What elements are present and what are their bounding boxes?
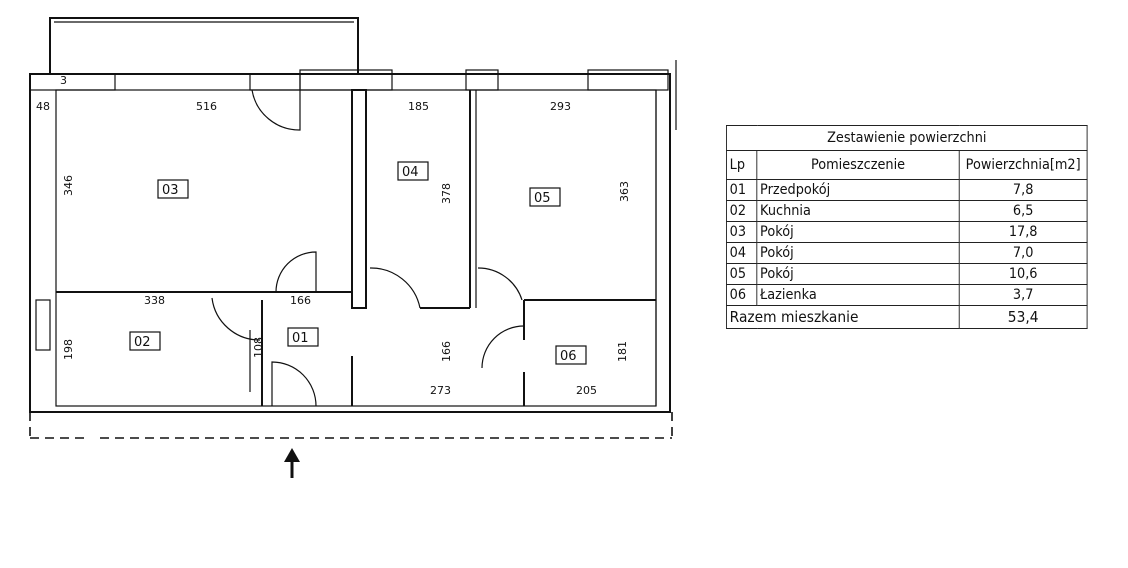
door-05-swing [477,267,523,301]
room-05-box [529,187,561,207]
row-area: 17,8 [958,221,1088,243]
row-area: 6,5 [958,200,1088,222]
room-06-label: 06 [560,349,577,364]
dim-363: 363 [618,181,631,202]
top-wall-segment [465,69,499,91]
dim-378: 378 [440,183,453,204]
dim-346: 346 [62,175,75,196]
wall-03-04 [351,89,367,309]
room-06-box [555,345,587,365]
top-wall-segment [299,69,393,91]
floor-plan: 48 516 185 293 3 346 378 363 338 166 198… [29,17,677,478]
row-area: 10,6 [958,263,1088,285]
row-lp: 02 [726,200,758,222]
entrance-arrow-icon [284,448,300,478]
dim-181: 181 [616,341,629,362]
room-03-box [157,179,189,199]
door-06-swing [481,325,525,369]
dim-108: 108 [252,337,265,358]
door-04-swing [369,267,421,309]
row-room: Pokój [756,242,960,264]
dim-205: 205 [576,384,597,397]
entrance-door-swing [271,361,317,407]
dim-185: 185 [408,100,429,113]
dim-3: 3 [60,74,67,87]
balcony-outline [49,17,359,75]
row-room: Łazienka [756,284,960,306]
room-04-box [397,161,429,181]
row-area: 7,0 [958,242,1088,264]
room-04-label: 04 [402,165,419,180]
row-room: Przedpokój [756,179,960,201]
table-row: 05 Pokój 10,6 [726,263,1088,285]
dim-166-vert: 166 [440,341,453,362]
dim-338: 338 [144,294,165,307]
header-room: Pomieszczenie [756,150,960,180]
table-row: 04 Pokój 7,0 [726,242,1088,264]
dim-48: 48 [36,100,50,113]
row-lp: 05 [726,263,758,285]
header-lp: Lp [726,150,758,180]
room-02-box [129,331,161,351]
area-summary-table: Zestawienie powierzchni Lp Pomieszczenie… [726,125,1088,329]
row-area: 7,8 [958,179,1088,201]
dim-516: 516 [196,100,217,113]
room-02-label: 02 [134,335,151,350]
total-value: 53,4 [958,305,1088,329]
top-wall-segment [249,73,301,91]
total-label: Razem mieszkanie [726,305,960,329]
row-room: Pokój [756,221,960,243]
table-title: Zestawienie powierzchni [726,125,1088,151]
row-room: Kuchnia [756,200,960,222]
row-area: 3,7 [958,284,1088,306]
header-area: Powierzchnia[m2] [958,150,1088,180]
door-01-03-swing [275,251,317,293]
top-wall-segment [587,69,669,91]
door-03-swing [251,89,301,131]
room-03-label: 03 [162,183,179,198]
row-lp: 04 [726,242,758,264]
row-lp: 01 [726,179,758,201]
left-wall-segment [35,299,51,351]
table-row: 01 Przedpokój 7,8 [726,179,1088,201]
room-01-label: 01 [292,331,309,346]
room-01-box [287,327,319,347]
dim-198: 198 [62,339,75,360]
dim-166-top: 166 [290,294,311,307]
table-row: 03 Pokój 17,8 [726,221,1088,243]
room-05-label: 05 [534,191,551,206]
dim-293: 293 [550,100,571,113]
door-02-swing [211,297,261,341]
dim-273: 273 [430,384,451,397]
row-lp: 06 [726,284,758,306]
row-room: Pokój [756,263,960,285]
row-lp: 03 [726,221,758,243]
table-row: 06 Łazienka 3,7 [726,284,1088,306]
top-wall-segment [29,73,116,91]
table-row: 02 Kuchnia 6,5 [726,200,1088,222]
total-row: Razem mieszkanie 53,4 [726,305,1088,329]
